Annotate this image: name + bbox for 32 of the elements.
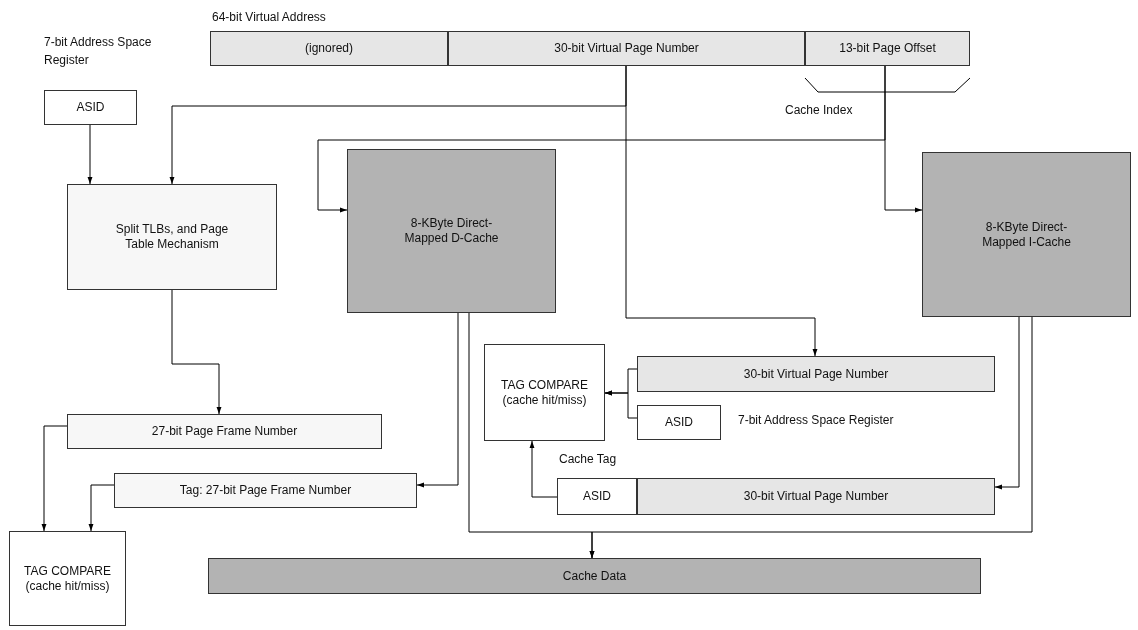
register-box: 27-bit Page Frame Number [67,414,382,449]
arrow [41,425,68,532]
compare-box: TAG COMPARE (cache hit/miss) [9,531,126,626]
arrow [87,124,93,185]
cache-block: 8-KByte Direct-Mapped D-Cache [347,149,556,313]
heading-label: Cache Tag [559,452,617,466]
process-box: Split TLBs, and Page Table Mechanism [67,184,277,290]
cache-block: 8-KByte Direct-Mapped I-Cache [922,152,1131,317]
heading-label: 64-bit Virtual Address [212,10,326,24]
arrow [604,390,638,419]
caption-text: 7-bit Address Space Register [44,34,153,69]
signal-label: Cache Index [785,103,853,117]
caption-text: 7-bit Address Space Register [738,412,894,429]
arrow [416,312,459,488]
arrow [884,65,923,213]
register-box: ASID [637,405,721,440]
arrow [589,316,1033,559]
address-field: 13-bit Page Offset [805,31,970,66]
register-box: Tag: 27-bit Page Frame Number [114,473,417,508]
arrow [171,289,222,415]
address-field: (ignored) [210,31,448,66]
arrow [625,65,818,357]
register-box: 30-bit Virtual Page Number [637,356,995,392]
compare-box: TAG COMPARE (cache hit/miss) [484,344,605,441]
address-field: 30-bit Virtual Page Number [448,31,805,66]
data-bar: Cache Data [208,558,981,594]
tag-field: 30-bit Virtual Page Number [637,478,995,515]
arrow [529,440,558,498]
arrow [88,484,115,532]
tag-field: ASID [557,478,637,515]
register-box: ASID [44,90,137,125]
arrow [994,316,1020,490]
